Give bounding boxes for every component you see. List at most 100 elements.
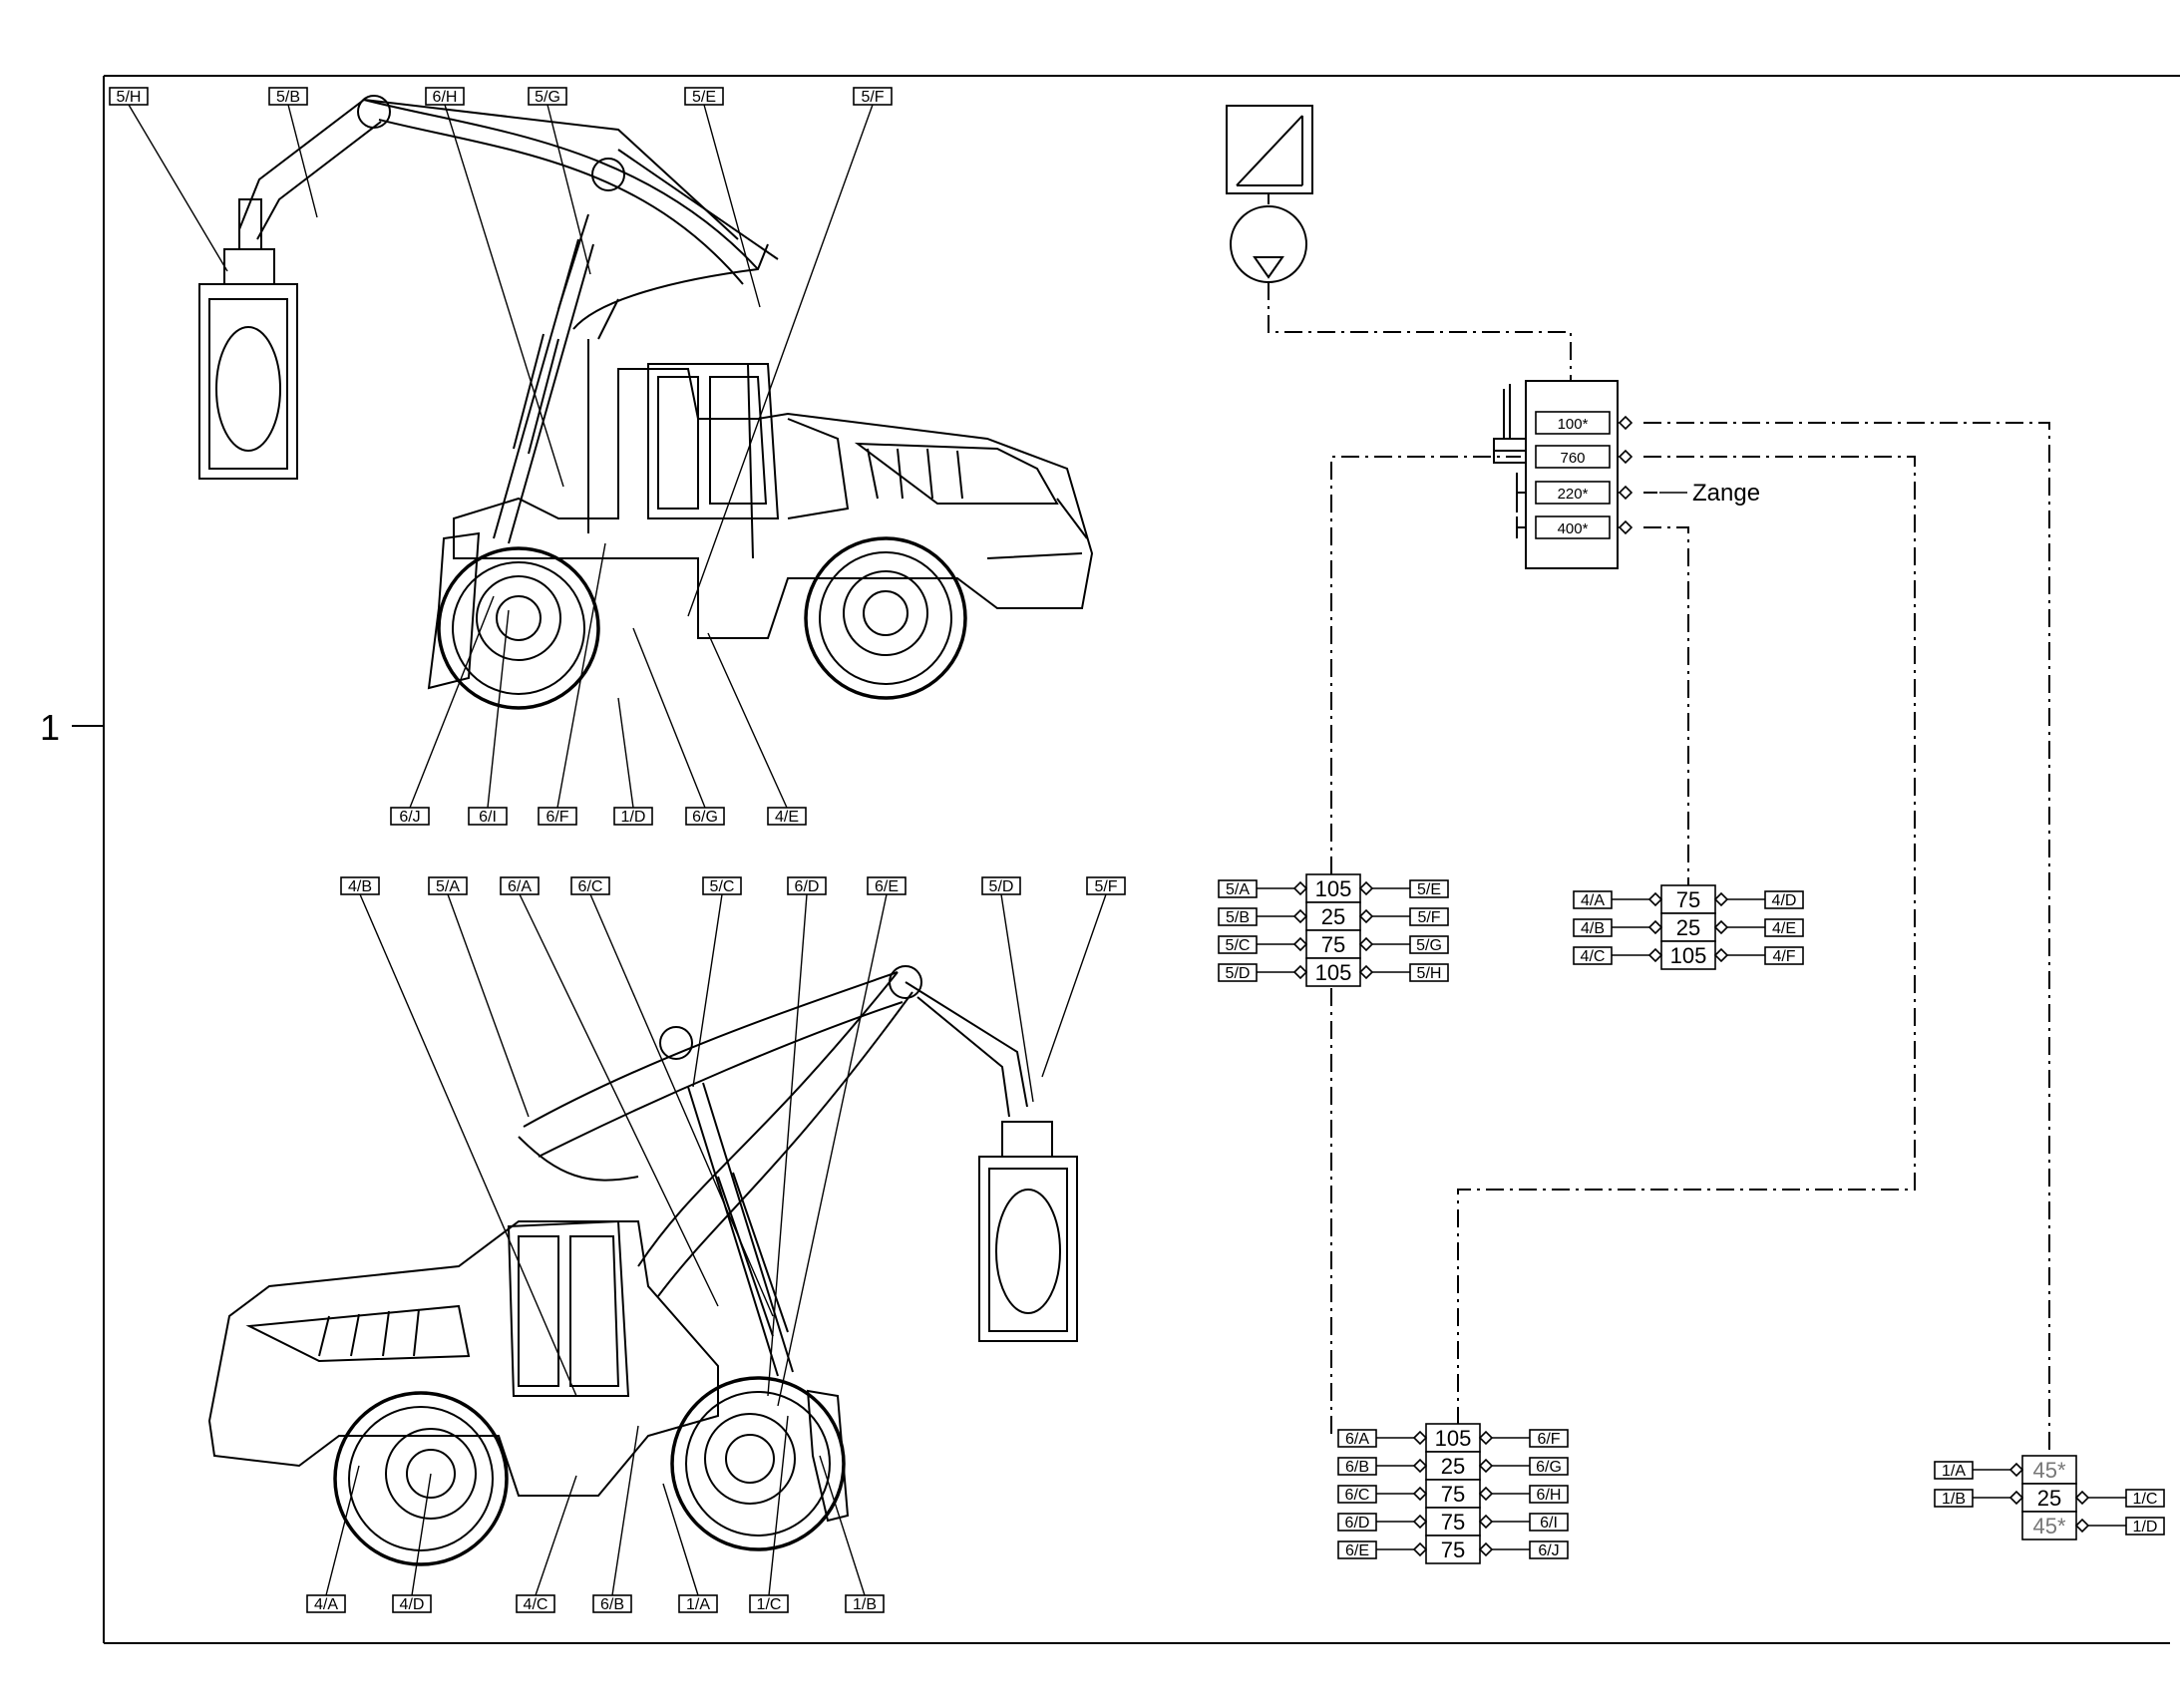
svg-text:4/D: 4/D — [1772, 892, 1797, 909]
leader-line — [692, 893, 723, 1088]
leader-line — [519, 893, 719, 1307]
svg-text:100*: 100* — [1558, 416, 1589, 433]
group-row: 45*1/A — [1934, 1455, 2077, 1485]
svg-text:45*: 45* — [2032, 1458, 2065, 1483]
svg-text:5/F: 5/F — [861, 89, 884, 106]
group-left-label: 5/D — [1218, 963, 1258, 982]
svg-text:75: 75 — [1441, 1537, 1465, 1562]
svg-text:5/C: 5/C — [710, 878, 735, 895]
leader-line — [687, 104, 874, 617]
group-left-label: 6/D — [1337, 1513, 1377, 1532]
group-left-label: 4/C — [1573, 946, 1613, 965]
svg-text:4/F: 4/F — [1772, 948, 1795, 965]
leader-line — [632, 627, 706, 809]
group-row: 25 1/B 1/C — [1934, 1483, 2165, 1513]
svg-text:75: 75 — [1441, 1510, 1465, 1535]
svg-text:6/C: 6/C — [578, 878, 603, 895]
svg-text:75: 75 — [1676, 887, 1700, 912]
leader-line — [287, 104, 318, 218]
leader-line — [589, 893, 774, 1317]
group-row: 25 6/B 6/G — [1337, 1451, 1569, 1481]
svg-text:4/C: 4/C — [524, 1596, 548, 1613]
leader-line — [447, 893, 530, 1118]
group-right-label: 6/I — [1529, 1513, 1569, 1532]
group-left-label: 6/C — [1337, 1485, 1377, 1504]
leader-line — [768, 1415, 789, 1596]
machine-top-drawing — [198, 95, 1094, 710]
group-row: 25 5/B 5/F — [1218, 901, 1449, 931]
group-right-label: 5/E — [1409, 879, 1449, 898]
callout-label: 1/C — [749, 1594, 789, 1613]
callout-label: 6/G — [685, 807, 725, 826]
group-right-label: 4/E — [1764, 918, 1804, 937]
svg-text:5/C: 5/C — [1226, 937, 1251, 954]
svg-text:1/A: 1/A — [686, 1596, 710, 1613]
svg-text:75: 75 — [1321, 932, 1345, 957]
leader-line — [325, 1465, 360, 1596]
svg-text:5/A: 5/A — [436, 878, 460, 895]
group-row: 45*1/D — [2021, 1511, 2165, 1540]
svg-text:6/H: 6/H — [433, 89, 458, 106]
svg-text:5/B: 5/B — [276, 89, 300, 106]
svg-text:5/E: 5/E — [692, 89, 716, 106]
svg-text:25: 25 — [1441, 1454, 1465, 1479]
group-right-label: 5/F — [1409, 907, 1449, 926]
svg-text:4/A: 4/A — [314, 1596, 338, 1613]
svg-text:25: 25 — [1321, 904, 1345, 929]
pump-symbol — [1226, 105, 1313, 283]
svg-text:4/E: 4/E — [1772, 920, 1796, 937]
leader-line — [611, 1425, 639, 1596]
svg-text:105: 105 — [1315, 876, 1352, 901]
svg-text:5/G: 5/G — [1416, 937, 1442, 954]
svg-text:6/C: 6/C — [1345, 1487, 1370, 1504]
svg-text:1/D: 1/D — [621, 809, 646, 826]
callout-label: 6/E — [867, 876, 907, 895]
svg-text:5/B: 5/B — [1226, 909, 1250, 926]
svg-text:6/D: 6/D — [795, 878, 820, 895]
callout-label: 4/E — [767, 807, 807, 826]
callout-label: 6/A — [500, 876, 540, 895]
group-left-label: 6/B — [1337, 1457, 1377, 1476]
callout-label: 5/G — [528, 87, 567, 106]
callout-label: 6/H — [425, 87, 465, 106]
callout-label: 4/D — [392, 1594, 432, 1613]
svg-text:4/B: 4/B — [348, 878, 372, 895]
svg-text:6/A: 6/A — [508, 878, 532, 895]
svg-text:4/B: 4/B — [1581, 920, 1605, 937]
svg-text:4/E: 4/E — [775, 809, 799, 826]
group-left-label: 5/C — [1218, 935, 1258, 954]
leader-line — [556, 542, 606, 809]
svg-text:220*: 220* — [1558, 486, 1589, 503]
callout-label: 4/C — [516, 1594, 555, 1613]
svg-text:6/G: 6/G — [1536, 1459, 1562, 1476]
svg-text:5/F: 5/F — [1094, 878, 1117, 895]
leader-line — [1041, 893, 1107, 1078]
distributor-row: 100* — [1535, 411, 1634, 435]
svg-text:6/D: 6/D — [1345, 1515, 1370, 1532]
leader-line — [535, 1475, 577, 1596]
svg-text:1/B: 1/B — [1942, 1491, 1966, 1508]
svg-text:25: 25 — [2037, 1486, 2061, 1511]
callout-label: 6/D — [787, 876, 827, 895]
group-left-label: 5/B — [1218, 907, 1258, 926]
distributor-group: 45*1/A25 1/B 1/C 45*1/D — [1934, 1455, 2165, 1540]
leader-line — [487, 609, 510, 809]
leader-line — [411, 1473, 432, 1596]
callout-label: 5/D — [981, 876, 1021, 895]
group-right-label: 1/C — [2125, 1489, 2165, 1508]
svg-text:4/A: 4/A — [1581, 892, 1605, 909]
callout-label: 4/A — [306, 1594, 346, 1613]
group-right-label: 4/F — [1764, 946, 1804, 965]
machine-bottom-drawing — [207, 965, 1078, 1566]
svg-text:75: 75 — [1441, 1482, 1465, 1507]
